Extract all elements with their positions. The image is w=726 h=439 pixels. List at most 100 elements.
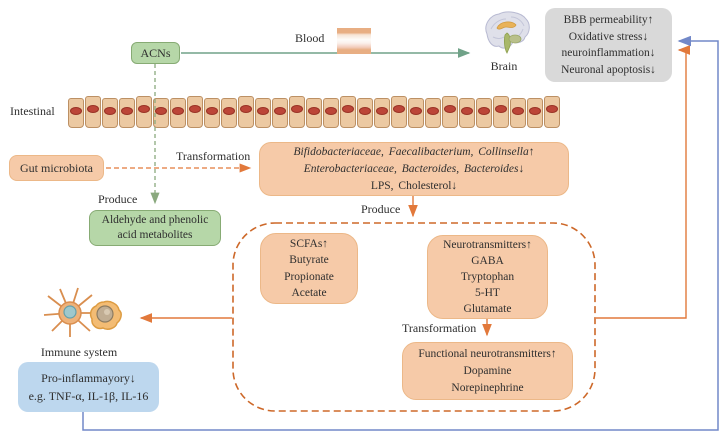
- cell-nucleus: [172, 107, 184, 115]
- cell-nucleus: [206, 107, 218, 115]
- cell-nucleus: [478, 107, 490, 115]
- acns-box: ACNs: [131, 42, 180, 64]
- metabolites-line2: acid metabolites: [117, 229, 193, 241]
- cell-nucleus: [342, 105, 354, 113]
- neuro-line1: Neurotransmitters↑: [443, 239, 532, 251]
- neuro-line5: Glutamate: [463, 303, 512, 315]
- cell-nucleus: [291, 105, 303, 113]
- bacteria-line2: Enterobacteriaceae, Bacteroides, Bactero…: [303, 162, 525, 175]
- bacteria-line1: Bifidobacteriaceae, Faecalibacterium, Co…: [293, 145, 535, 158]
- intestinal-cell: [510, 98, 526, 128]
- cell-nucleus: [393, 105, 405, 113]
- scfas-box: SCFAs↑ Butyrate Propionate Acetate: [260, 233, 358, 304]
- intestinal-cell: [425, 98, 441, 128]
- functional-line3: Norepinephrine: [451, 381, 524, 394]
- functional-line2: Dopamine: [463, 364, 512, 377]
- neuro-line4: 5-HT: [475, 287, 500, 299]
- intestinal-cell: [204, 98, 220, 128]
- intestinal-cell: [85, 96, 101, 128]
- transformation-top-label: Transformation: [176, 149, 251, 163]
- neuro-line2: GABA: [471, 255, 504, 267]
- bacteria-changes-box: Bifidobacteriaceae, Faecalibacterium, Co…: [259, 142, 569, 196]
- metabolites-to-brain-arrow: [596, 45, 691, 319]
- acns-box-label: ACNs: [140, 45, 171, 60]
- scfas-line2: Butyrate: [289, 254, 329, 266]
- cell-nucleus: [325, 107, 337, 115]
- intestinal-cell: [170, 98, 186, 128]
- cell-nucleus: [240, 105, 252, 113]
- bbb-line4: Neuronal apoptosis↓: [561, 63, 656, 76]
- intestinal-cell: [493, 96, 509, 128]
- intestinal-cell-row: [68, 94, 568, 128]
- intestinal-cell: [374, 98, 390, 128]
- cell-nucleus: [87, 105, 99, 113]
- functional-line1: Functional neurotransmitters↑: [418, 347, 557, 360]
- bbb-line3: neuroinflammation↓: [561, 47, 656, 59]
- transformation-bottom-label: Transformation: [402, 321, 477, 335]
- immune-cells-icon: [43, 287, 122, 337]
- intestinal-cell: [527, 98, 543, 128]
- cell-nucleus: [461, 107, 473, 115]
- neurotransmitters-box: Neurotransmitters↑ GABA Tryptophan 5-HT …: [427, 235, 548, 319]
- functional-neurotransmitters-box: Functional neurotransmitters↑ Dopamine N…: [402, 342, 573, 400]
- scfas-line4: Acetate: [291, 287, 327, 299]
- intestinal-cell: [459, 98, 475, 128]
- cell-nucleus: [410, 107, 422, 115]
- intestinal-cell: [357, 98, 373, 128]
- intestinal-cell: [289, 96, 305, 128]
- metabolites-line1: Aldehyde and phenolic: [101, 214, 209, 226]
- cell-nucleus: [376, 107, 388, 115]
- cell-nucleus: [223, 107, 235, 115]
- intestinal-cell: [476, 98, 492, 128]
- bbb-line2: Oxidative stress↓: [568, 30, 649, 43]
- bbb-effects-box: BBB permeability↑ Oxidative stress↓ neur…: [545, 8, 672, 82]
- blood-vessel-icon: [337, 28, 371, 54]
- cell-nucleus: [546, 105, 558, 113]
- intestinal-cell: [119, 98, 135, 128]
- intestinal-cell: [153, 98, 169, 128]
- cell-nucleus: [308, 107, 320, 115]
- intestinal-cell: [408, 98, 424, 128]
- cell-nucleus: [274, 107, 286, 115]
- gut-microbiota-label: Gut microbiota: [20, 160, 93, 175]
- intestinal-cell: [442, 96, 458, 128]
- gut-microbiota-box: Gut microbiota: [9, 155, 104, 181]
- brain-icon: [485, 11, 530, 54]
- neuro-line3: Tryptophan: [460, 271, 515, 283]
- pro-inflammatory-line2: e.g. TNF-α, IL-1β, IL-16: [28, 389, 149, 403]
- cell-nucleus: [138, 105, 150, 113]
- cell-nucleus: [512, 107, 524, 115]
- cell-nucleus: [495, 105, 507, 113]
- intestinal-label: Intestinal: [10, 104, 55, 118]
- intestinal-cell: [391, 96, 407, 128]
- cell-nucleus: [257, 107, 269, 115]
- produce-left-label: Produce: [98, 192, 138, 206]
- immune-system-label: Immune system: [40, 345, 118, 359]
- intestinal-cell: [68, 98, 84, 128]
- cell-nucleus: [189, 105, 201, 113]
- cell-nucleus: [359, 107, 371, 115]
- intestinal-cell: [187, 96, 203, 128]
- intestinal-cell: [272, 98, 288, 128]
- pro-inflammatory-line1: Pro-inflammayory↓: [41, 371, 136, 385]
- intestinal-cell: [306, 98, 322, 128]
- intestinal-cell: [255, 98, 271, 128]
- intestinal-cell: [221, 98, 237, 128]
- brain-label: Brain: [490, 59, 518, 73]
- intestinal-cell: [323, 98, 339, 128]
- scfas-line3: Propionate: [284, 270, 334, 283]
- cell-nucleus: [155, 107, 167, 115]
- scfas-line1: SCFAs↑: [289, 237, 329, 250]
- intestinal-cell: [544, 96, 560, 128]
- cell-nucleus: [427, 107, 439, 115]
- pro-inflammatory-box: Pro-inflammayory↓ e.g. TNF-α, IL-1β, IL-…: [18, 362, 159, 412]
- bacteria-line3: LPS, Cholesterol↓: [370, 179, 458, 192]
- intestinal-cell: [340, 96, 356, 128]
- cell-nucleus: [529, 107, 541, 115]
- cell-nucleus: [70, 107, 82, 115]
- intestinal-cell: [136, 96, 152, 128]
- intestinal-cell: [238, 96, 254, 128]
- bbb-line1: BBB permeability↑: [563, 14, 654, 26]
- cell-nucleus: [104, 107, 116, 115]
